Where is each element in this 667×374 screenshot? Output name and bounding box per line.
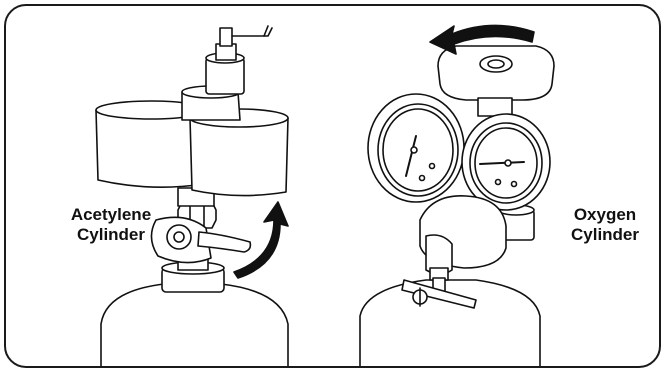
acetylene-label-line1: Acetylene [46, 205, 176, 225]
acetylene-label: Acetylene Cylinder [46, 205, 176, 245]
oxygen-cylinder-assembly [360, 25, 554, 368]
acetylene-gauge-right [190, 118, 288, 196]
acetylene-cylinder-body [101, 284, 288, 368]
oxygen-gauge-high-pressure [368, 94, 464, 202]
acetylene-label-line2: Cylinder [46, 225, 176, 245]
acetylene-cylinder-assembly [96, 26, 288, 368]
oxygen-label: Oxygen Cylinder [546, 205, 661, 245]
illustration [6, 6, 661, 368]
oxygen-label-line1: Oxygen [546, 205, 661, 225]
diagram-frame: Acetylene Cylinder Oxygen Cylinder [4, 4, 661, 368]
oxygen-gauge-low-pressure [462, 114, 550, 210]
oxygen-label-line2: Cylinder [546, 225, 661, 245]
